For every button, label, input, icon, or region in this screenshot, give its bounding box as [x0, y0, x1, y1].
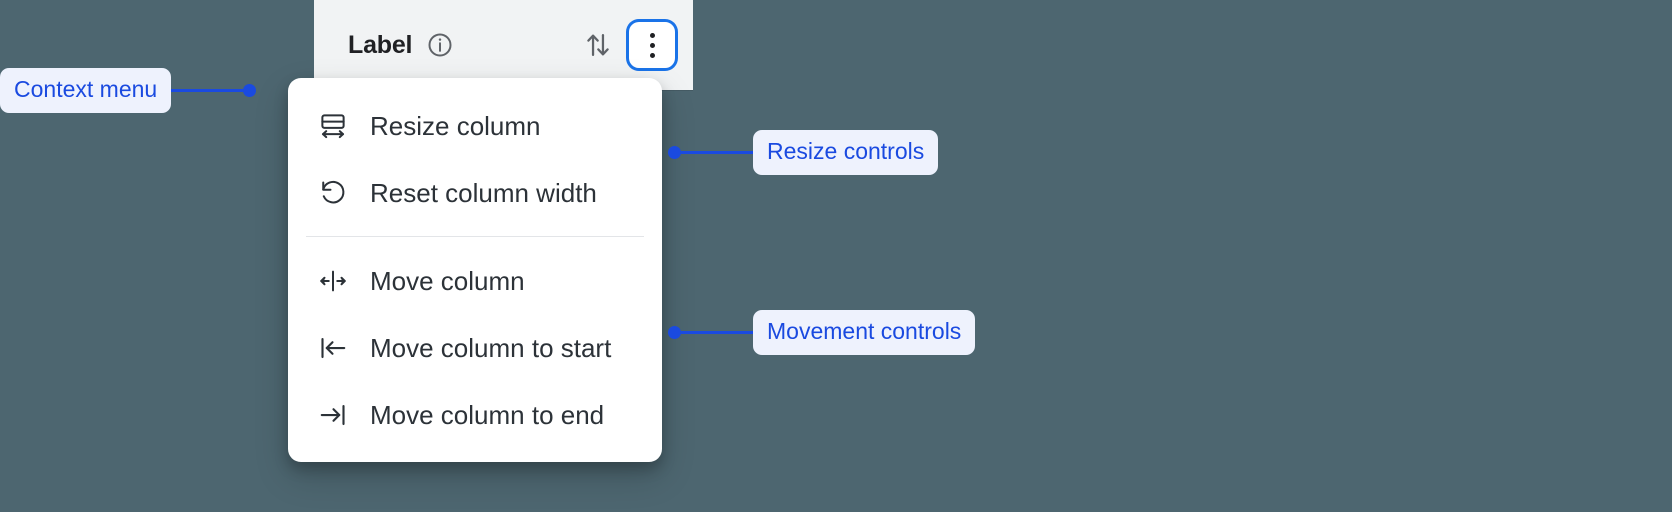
menu-item-move-column-to-start[interactable]: Move column to start [288, 314, 662, 381]
annotation-label: Resize controls [753, 130, 939, 175]
annotation-label: Movement controls [753, 310, 976, 355]
menu-item-reset-column-width[interactable]: Reset column width [288, 159, 662, 226]
menu-item-resize-column[interactable]: Resize column [288, 92, 662, 159]
annotation-anchor-dot [668, 326, 681, 339]
menu-divider [306, 236, 644, 237]
menu-item-label: Resize column [370, 110, 541, 141]
column-header: Label [314, 0, 693, 90]
resize-column-icon [318, 111, 348, 141]
annotation-context-menu: Context menu [0, 68, 257, 113]
menu-item-move-column-to-end[interactable]: Move column to end [288, 381, 662, 448]
menu-item-label: Move column [370, 265, 525, 296]
annotation-leader-line [171, 89, 244, 92]
annotation-movement-controls: Movement controls [668, 310, 976, 355]
reset-column-width-icon [318, 178, 348, 208]
move-column-icon [318, 266, 348, 296]
sort-up-down-icon[interactable] [581, 28, 615, 62]
kebab-menu-icon [649, 32, 655, 58]
annotation-anchor-dot [243, 84, 257, 97]
column-header-right-group [581, 22, 675, 68]
annotation-leader-line [681, 151, 753, 154]
column-context-menu: Resize column Reset column width [288, 78, 662, 462]
annotation-label: Context menu [0, 68, 172, 113]
move-column-to-start-icon [318, 333, 348, 363]
annotation-anchor-dot [668, 146, 681, 159]
menu-item-move-column[interactable]: Move column [288, 247, 662, 314]
menu-item-label: Move column to end [370, 399, 605, 430]
annotation-leader-line [681, 331, 753, 334]
annotation-resize-controls: Resize controls [668, 130, 939, 175]
menu-item-label: Move column to start [370, 332, 612, 363]
column-header-left-group: Label [348, 31, 454, 59]
column-options-button[interactable] [629, 22, 675, 68]
column-header-title: Label [348, 30, 413, 59]
menu-item-label: Reset column width [370, 177, 597, 208]
info-circle-icon[interactable] [426, 31, 454, 59]
move-column-to-end-icon [318, 400, 348, 430]
